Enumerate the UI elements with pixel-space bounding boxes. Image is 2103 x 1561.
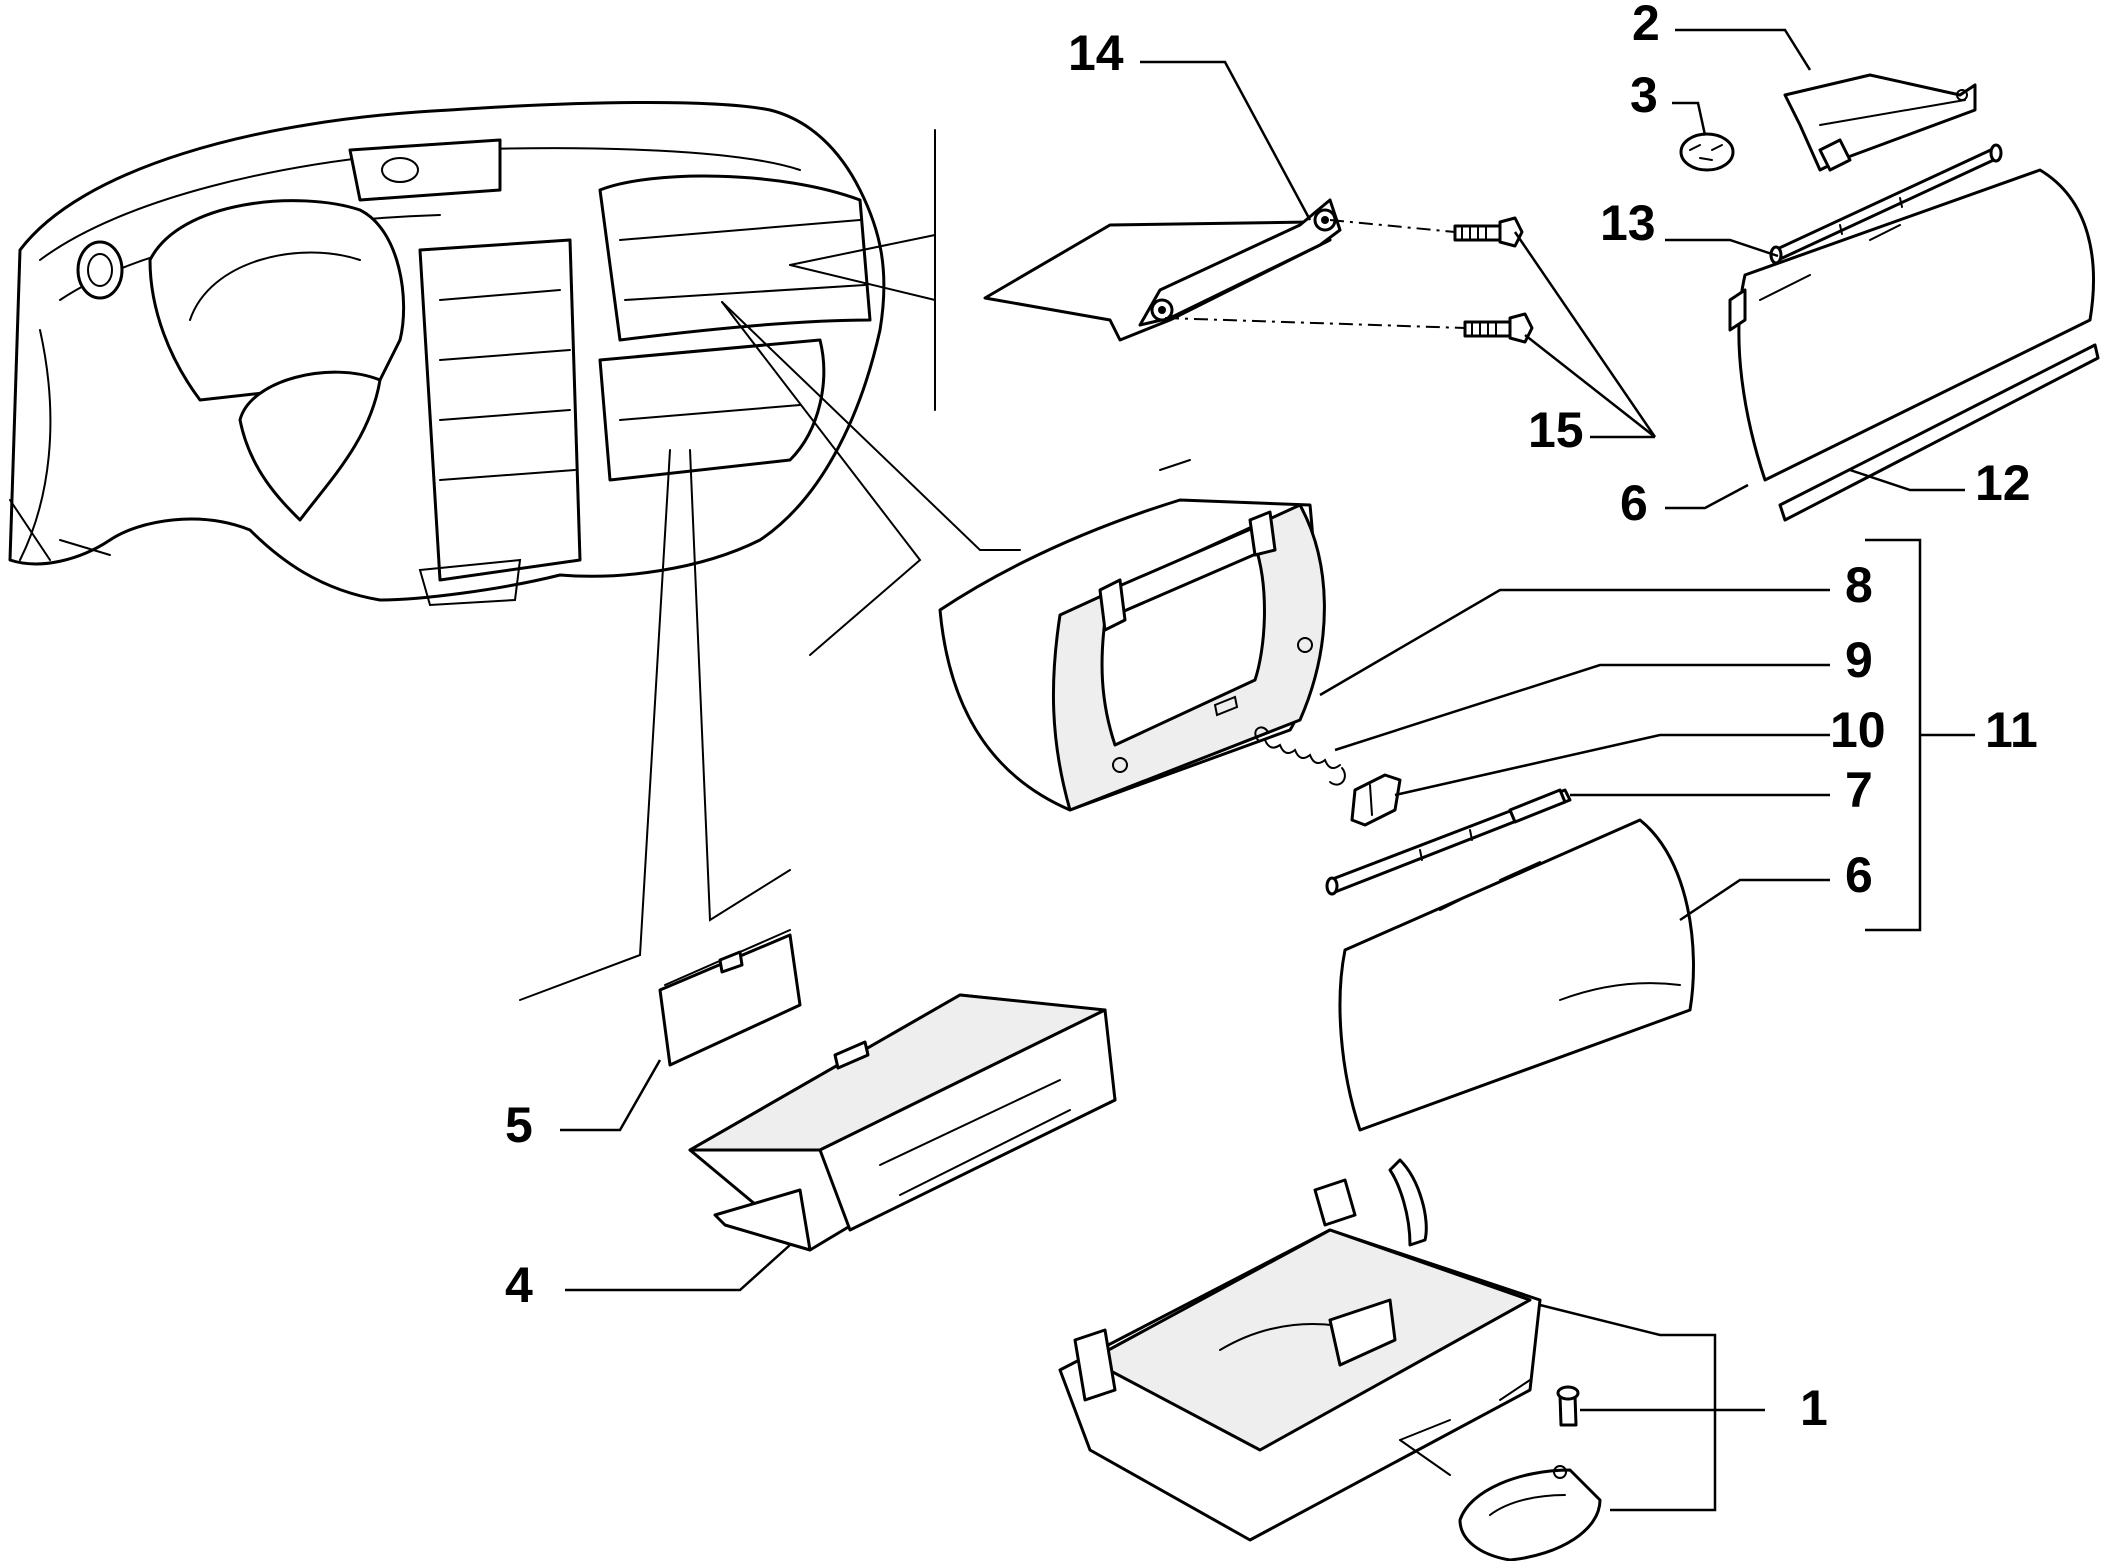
- part-14-mounting-bracket: [983, 198, 1342, 342]
- part-15-screws: [1164, 216, 1534, 344]
- part-3-cap: [1679, 132, 1735, 172]
- callout-11: 11: [1985, 702, 2038, 758]
- callout-15: 15: [1528, 402, 1584, 458]
- part-10-latch: [1350, 773, 1402, 827]
- part-1-glovebox-door: [1058, 1158, 1542, 1542]
- callout-8: 8: [1845, 557, 1873, 613]
- callout-6-upper: 6: [1620, 475, 1648, 531]
- part-8-glovebox-housing: [938, 498, 1326, 812]
- part-2-hinge-bracket: [1783, 73, 1977, 172]
- leader-lines: [519, 28, 1975, 1512]
- part-5-small-cover: [658, 929, 802, 1067]
- callout-numbers: 1 2 3 4 5 6 6 7 8 9 10 11 12 13 14 15: [505, 0, 2038, 1436]
- callout-6-lower: 6: [1845, 847, 1873, 903]
- part-1-latch-and-screw: [1458, 1385, 1602, 1561]
- callout-12: 12: [1975, 455, 2031, 511]
- part-6-lid-upper: [1728, 168, 2095, 482]
- callout-2: 2: [1632, 0, 1660, 51]
- part-4-storage-tray: [688, 993, 1117, 1252]
- callout-3: 3: [1630, 67, 1658, 123]
- dashboard-assembly: [8, 101, 886, 607]
- callout-5: 5: [505, 1097, 533, 1153]
- callout-13: 13: [1600, 195, 1656, 251]
- callout-14: 14: [1068, 25, 1124, 81]
- part-6-lid-lower: [1338, 818, 1695, 1132]
- part-7-pin-rod: [1325, 788, 1572, 896]
- callout-7: 7: [1845, 762, 1873, 818]
- part-9-spring: [1254, 726, 1346, 786]
- callout-1: 1: [1800, 1380, 1828, 1436]
- callout-4: 4: [505, 1257, 533, 1313]
- part-12-trim-strip: [1778, 343, 2100, 522]
- callout-9: 9: [1845, 632, 1873, 688]
- callout-10: 10: [1830, 702, 1886, 758]
